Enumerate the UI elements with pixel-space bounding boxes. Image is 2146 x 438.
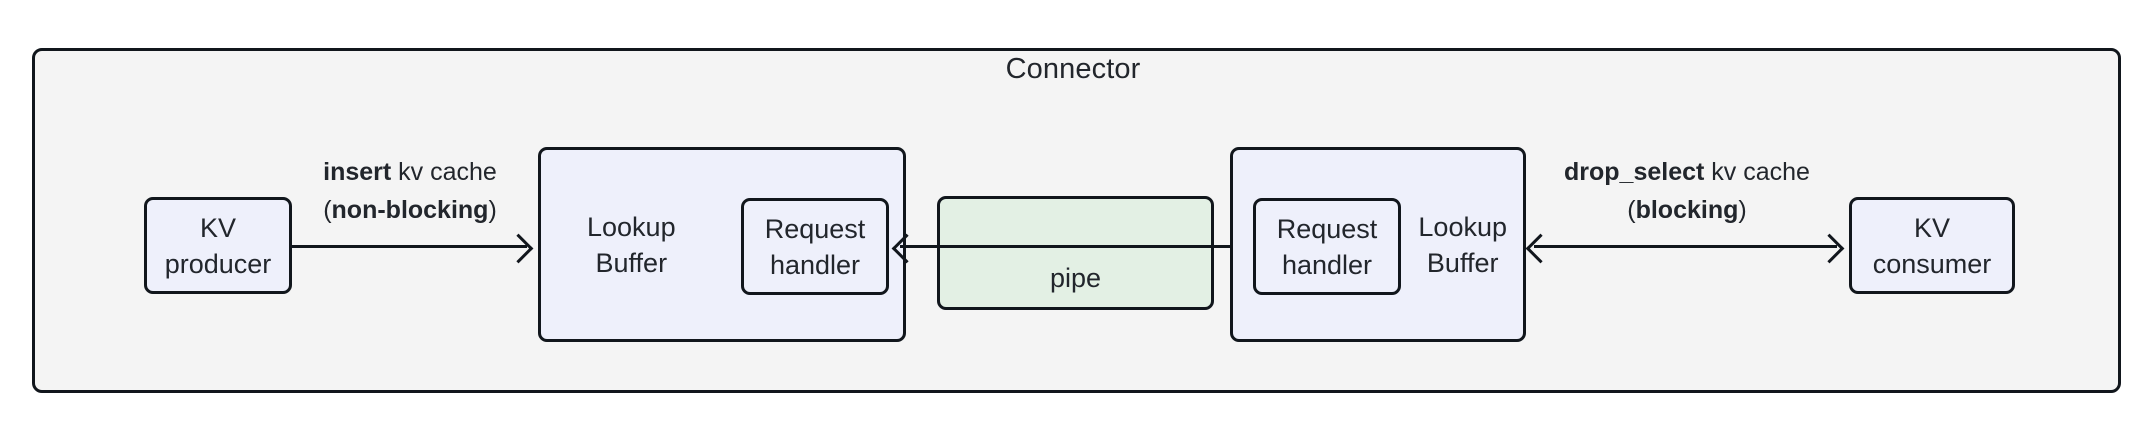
edge-label-drop-select-line2: (blocking) (1492, 191, 1882, 229)
connector-title: Connector (1005, 53, 1141, 85)
edge-label-insert-line2: (non-blocking) (240, 191, 580, 229)
edge-label-insert-mode: non-blocking (331, 196, 489, 224)
edge-label-insert-open-paren: ( (323, 196, 332, 224)
edge-label-insert-plain: kv cache (391, 158, 497, 186)
lookup-buffer-right-line1: Lookup (1418, 211, 1507, 242)
lookup-buffer-right-node: Request handler Lookup Buffer (1230, 147, 1526, 342)
kv-consumer-line2: consumer (1872, 248, 1992, 279)
edge-label-insert-line1: insert kv cache (240, 153, 580, 191)
kv-consumer-line1: KV (1913, 212, 1950, 243)
edge-label-drop-select-open-paren: ( (1627, 196, 1636, 224)
lookup-buffer-left-line2: Buffer (595, 247, 668, 278)
request-handler-left-line2: handler (769, 249, 861, 280)
edge-label-drop-select-plain: kv cache (1704, 158, 1810, 186)
edge-label-insert: insert kv cache (non-blocking) (240, 153, 580, 229)
lookup-buffer-left-label: Lookup Buffer (587, 209, 676, 281)
pipe-label: pipe (1049, 263, 1102, 293)
edge-label-drop-select: drop_select kv cache (blocking) (1492, 153, 1882, 229)
request-handler-right-line2: handler (1281, 249, 1373, 280)
pipe-node: pipe (937, 196, 1214, 310)
lookup-buffer-right-label: Lookup Buffer (1418, 209, 1507, 281)
request-handler-left-node: Request handler (741, 198, 889, 295)
lookup-buffer-right-line2: Buffer (1426, 247, 1499, 278)
kv-consumer-label: KV consumer (1873, 210, 1992, 282)
kv-producer-label: KV producer (165, 210, 272, 282)
edge-label-drop-select-line1: drop_select kv cache (1492, 153, 1882, 191)
request-handler-right-label: Request handler (1277, 211, 1378, 283)
lookup-buffer-left-node: Lookup Buffer Request handler (538, 147, 906, 342)
request-handler-right-node: Request handler (1253, 198, 1401, 295)
edge-label-drop-select-bold: drop_select (1564, 158, 1705, 186)
request-handler-left-line1: Request (764, 213, 866, 244)
arrow-insert (292, 233, 534, 264)
edge-label-drop-select-close-paren: ) (1738, 196, 1747, 224)
kv-consumer-node: KV consumer (1849, 197, 2015, 294)
edge-label-insert-close-paren: ) (488, 196, 497, 224)
arrow-drop-select (1525, 233, 1845, 264)
kv-producer-node: KV producer (144, 197, 292, 294)
edge-label-insert-bold: insert (323, 158, 392, 186)
edge-label-drop-select-mode: blocking (1635, 196, 1739, 224)
request-handler-left-label: Request handler (765, 211, 866, 283)
kv-producer-line2: producer (164, 248, 272, 279)
lookup-buffer-left-line1: Lookup (587, 211, 676, 242)
arrow-pipe-overlay (937, 245, 1214, 248)
kv-producer-line1: KV (199, 212, 236, 243)
request-handler-right-line1: Request (1276, 213, 1378, 244)
